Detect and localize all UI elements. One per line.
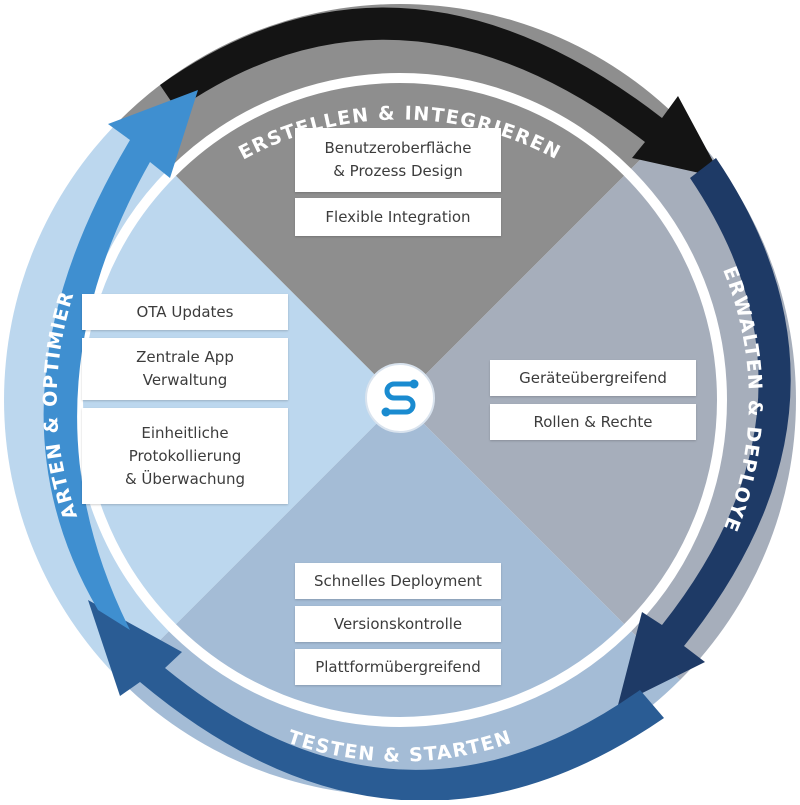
center-logo — [365, 363, 435, 433]
right-item-0: Geräteübergreifend — [490, 360, 696, 396]
bottom-item-1: Versionskontrolle — [295, 606, 501, 642]
inner-ring-gap — [73, 73, 727, 727]
left-item-1: Zentrale App Verwaltung — [82, 338, 288, 400]
arrow-bottom — [88, 600, 664, 801]
connector-s-icon — [384, 381, 416, 415]
connector-dot-bottom — [381, 407, 391, 417]
arrow-top — [160, 7, 722, 178]
left-item-2: Einheitliche Protokollierung & Überwachu… — [82, 408, 288, 504]
left-item-0: OTA Updates — [82, 294, 288, 330]
quadrant-right — [400, 120, 796, 680]
top-item-0: Benutzeroberfläche & Prozess Design — [295, 128, 501, 192]
top-item-1: Flexible Integration — [295, 198, 501, 236]
bottom-item-0: Schnelles Deployment — [295, 563, 501, 599]
arrow-right — [618, 158, 791, 705]
connector-dot-top — [409, 379, 419, 389]
right-item-1: Rollen & Rechte — [490, 404, 696, 440]
bottom-item-2: Plattformübergreifend — [295, 649, 501, 685]
